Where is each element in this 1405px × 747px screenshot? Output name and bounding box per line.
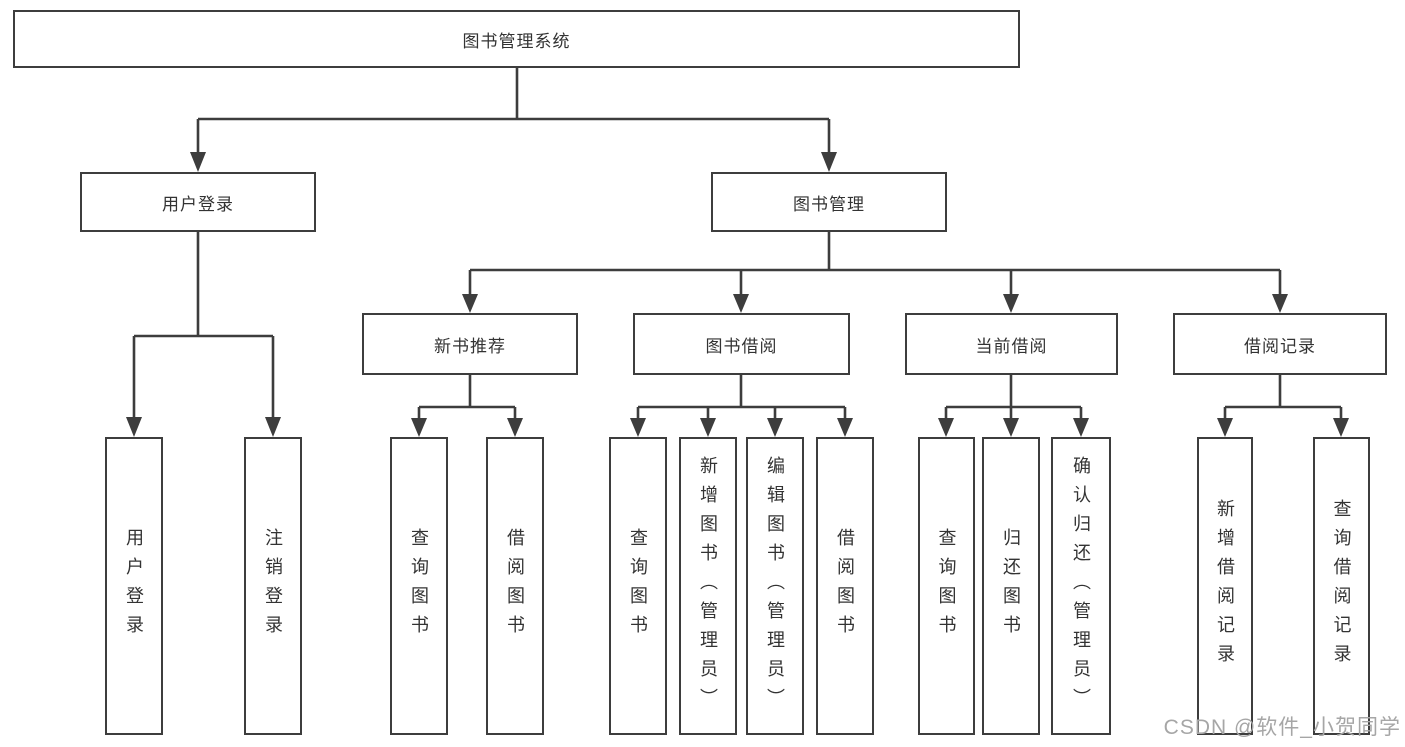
node-new-book-recommend: 新书推荐 <box>362 313 578 375</box>
node-book-management-label: 图书管理 <box>793 194 865 214</box>
leaf-recommend-borrow-book-label: 借阅图书 <box>505 528 525 644</box>
leaf-borrow-add-book-admin-label: 新增图书（管理员） <box>698 455 718 717</box>
node-borrow-record: 借阅记录 <box>1173 313 1387 375</box>
leaf-user-login-label: 用户登录 <box>124 528 144 644</box>
leaf-borrow-query-book-label: 查询图书 <box>628 528 648 644</box>
leaf-borrow-query-book: 查询图书 <box>609 437 667 735</box>
leaf-current-confirm-return-admin-label: 确认归还（管理员） <box>1071 455 1091 717</box>
node-borrow-record-label: 借阅记录 <box>1244 336 1316 356</box>
node-root-label: 图书管理系统 <box>462 31 571 51</box>
leaf-recommend-borrow-book: 借阅图书 <box>486 437 544 735</box>
leaf-user-login: 用户登录 <box>105 437 163 735</box>
leaf-record-query-label: 查询借阅记录 <box>1331 499 1352 673</box>
leaf-borrow-edit-book-admin-label: 编辑图书（管理员） <box>765 455 785 717</box>
leaf-current-return-book: 归还图书 <box>982 437 1040 735</box>
leaf-record-add-label: 新增借阅记录 <box>1215 499 1235 673</box>
node-root: 图书管理系统 <box>13 10 1020 68</box>
leaf-logout: 注销登录 <box>244 437 302 735</box>
node-new-book-recommend-label: 新书推荐 <box>434 336 506 356</box>
node-user-login: 用户登录 <box>80 172 316 232</box>
leaf-record-query: 查询借阅记录 <box>1313 437 1370 735</box>
node-current-borrow: 当前借阅 <box>905 313 1118 375</box>
leaf-borrow-edit-book-admin: 编辑图书（管理员） <box>746 437 804 735</box>
leaf-current-query-book: 查询图书 <box>918 437 975 735</box>
node-book-management: 图书管理 <box>711 172 947 232</box>
leaf-borrow-borrow-book: 借阅图书 <box>816 437 874 735</box>
leaf-current-confirm-return-admin: 确认归还（管理员） <box>1051 437 1111 735</box>
leaf-current-return-book-label: 归还图书 <box>1001 528 1021 644</box>
node-current-borrow-label: 当前借阅 <box>975 336 1048 356</box>
leaf-recommend-query-book-label: 查询图书 <box>409 528 429 644</box>
node-user-login-label: 用户登录 <box>162 194 234 214</box>
leaf-logout-label: 注销登录 <box>263 528 283 644</box>
leaf-record-add: 新增借阅记录 <box>1197 437 1253 735</box>
leaf-borrow-add-book-admin: 新增图书（管理员） <box>679 437 737 735</box>
leaf-current-query-book-label: 查询图书 <box>936 528 957 644</box>
node-book-borrow-label: 图书借阅 <box>705 336 778 356</box>
node-book-borrow: 图书借阅 <box>633 313 850 375</box>
leaf-recommend-query-book: 查询图书 <box>390 437 448 735</box>
leaf-borrow-borrow-book-label: 借阅图书 <box>835 528 855 644</box>
